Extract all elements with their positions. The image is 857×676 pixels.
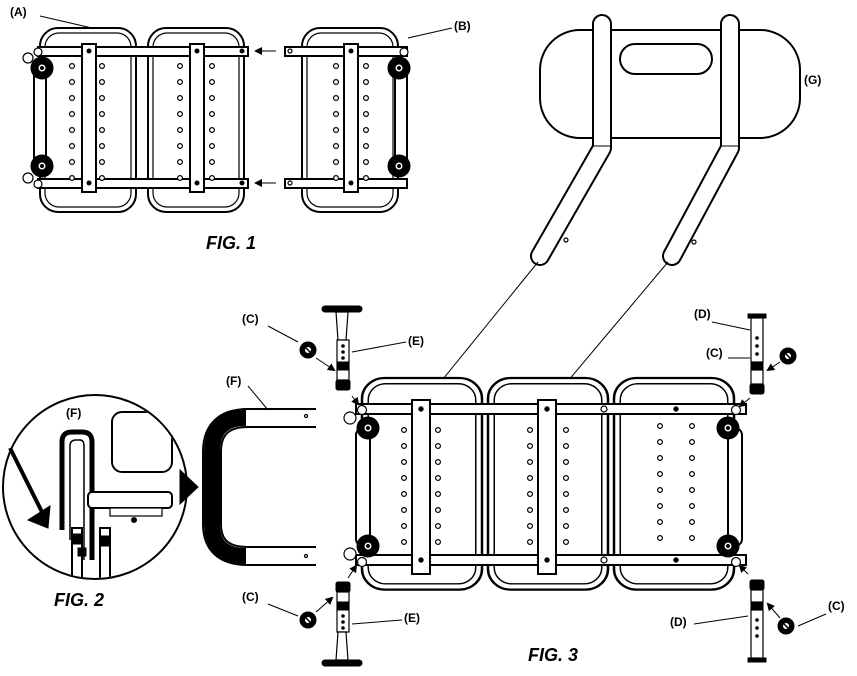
- leg-icon: [321, 581, 363, 667]
- fig1-rail-top: [37, 46, 249, 57]
- wheel-icon: [356, 416, 380, 440]
- knob-icon: [777, 617, 795, 635]
- knob-icon: [299, 341, 317, 359]
- wheel-icon: [356, 534, 380, 558]
- label-c-top-right: (C): [706, 346, 723, 360]
- label-e-bottom: (E): [404, 611, 420, 625]
- label-c-bottom-right: (C): [828, 599, 845, 613]
- label-b: (B): [454, 19, 471, 33]
- leg-icon: [747, 313, 767, 395]
- label-d-top: (D): [694, 307, 711, 321]
- arrow-icon: [26, 505, 51, 529]
- figure-2: (F) FIG. 2: [2, 394, 199, 610]
- wheel-icon: [30, 154, 54, 178]
- fig1-strap-3: [343, 43, 359, 193]
- label-a: (A): [10, 5, 27, 19]
- label-g: (G): [804, 73, 821, 87]
- label-d-bottom: (D): [670, 615, 687, 629]
- pointer-icon: [179, 468, 199, 506]
- fig1-strap-2: [189, 43, 205, 193]
- fig1-title: FIG. 1: [206, 233, 256, 253]
- wheel-icon: [716, 534, 740, 558]
- wheel-icon: [387, 56, 411, 80]
- wheel-icon: [716, 416, 740, 440]
- backrest-assembly: (G): [424, 14, 821, 402]
- label-f-detail: (F): [66, 406, 81, 420]
- backrest-handle-slot: [619, 43, 713, 75]
- wheel-icon: [387, 154, 411, 178]
- figure-3: (F): [202, 305, 845, 667]
- wheel-icon: [30, 56, 54, 80]
- fig3-title: FIG. 3: [528, 645, 578, 665]
- knob-icon: [779, 347, 797, 365]
- figure-1: (A) (B) FIG. 1: [10, 5, 471, 253]
- label-c-bottom-left: (C): [242, 590, 259, 604]
- label-f: (F): [226, 374, 241, 388]
- fig2-title: FIG. 2: [54, 590, 104, 610]
- leg-icon: [747, 579, 767, 663]
- fig1-rail-bottom: [37, 178, 249, 189]
- fig1-strap-1: [81, 43, 97, 193]
- label-c-top-left: (C): [242, 312, 259, 326]
- label-e-top: (E): [408, 334, 424, 348]
- knob-icon: [299, 611, 317, 629]
- leg-icon: [321, 305, 363, 391]
